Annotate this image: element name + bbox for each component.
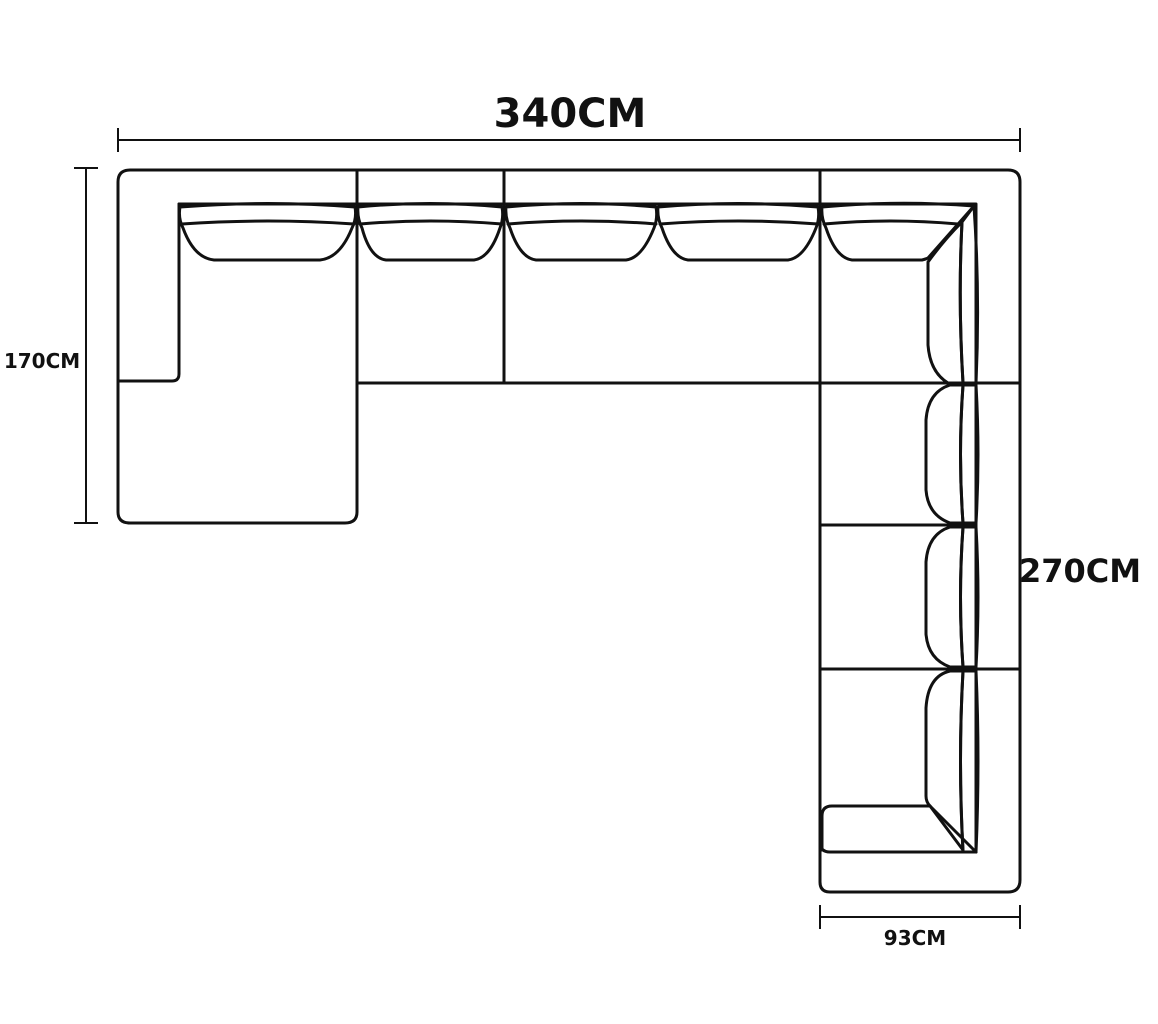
back-cushion [177, 202, 358, 262]
dimension-top: 340CM [117, 91, 1021, 152]
back-cushion [504, 202, 659, 262]
back-cushion [924, 525, 965, 669]
dimension-bottom: 93CM [819, 905, 1021, 950]
back-cushion [656, 202, 821, 262]
sofa-outline [116, 168, 1022, 894]
back-cushion-seam [180, 219, 356, 226]
end-armrest [818, 840, 978, 854]
back-cushions-top [177, 202, 821, 262]
label-seat-depth: 93CM [884, 926, 946, 950]
label-left-depth: 170CM [4, 349, 80, 373]
label-width-total: 340CM [494, 91, 647, 137]
back-cushion [356, 202, 505, 262]
back-cushion [924, 383, 965, 525]
chaise-armrest [116, 202, 181, 383]
corner-side-cushion [926, 220, 965, 385]
corner-cushion [820, 201, 980, 385]
back-cushion-seam [658, 219, 820, 226]
end-armrest-diagonal [928, 804, 978, 854]
dimension-left: 170CM [4, 167, 98, 524]
end-armrest-inner [820, 804, 932, 852]
corner-cushion-seam [822, 219, 960, 226]
label-right-length: 270CM [1019, 552, 1141, 590]
back-cushion [924, 669, 965, 852]
back-cushion-seam [358, 219, 504, 226]
back-cushion-seam [506, 219, 658, 226]
back-cushions-right [924, 383, 980, 854]
